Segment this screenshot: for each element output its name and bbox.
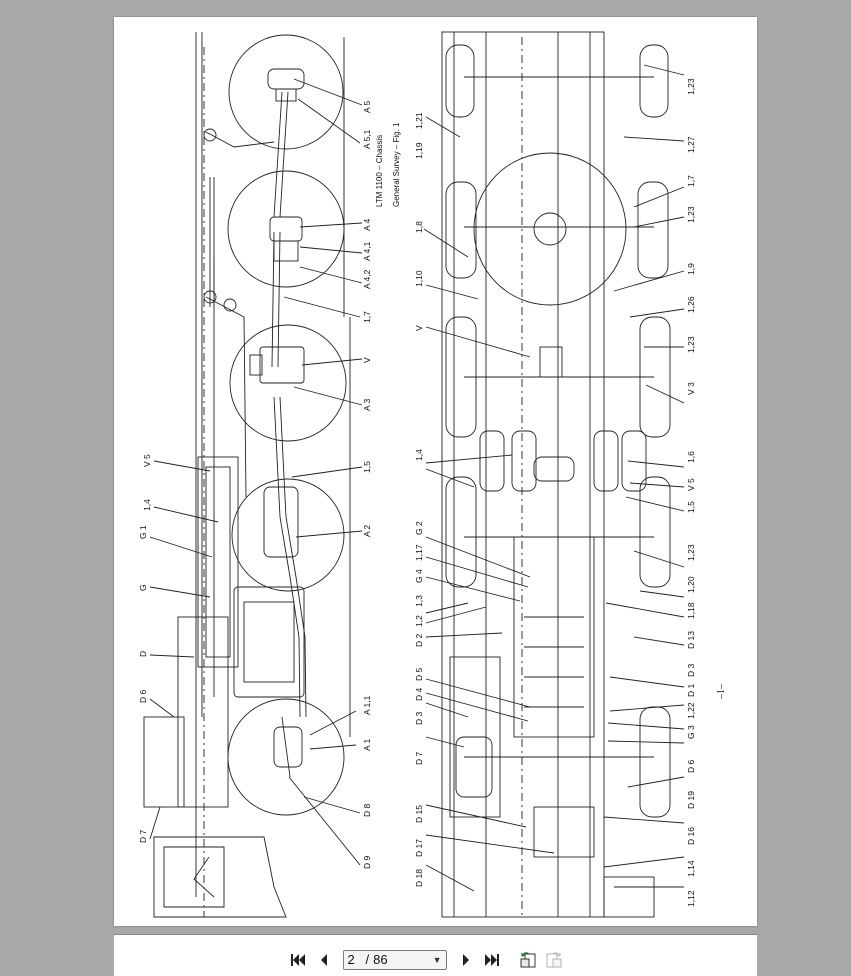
callout-label: A 3 — [362, 398, 372, 411]
first-page-icon — [290, 953, 305, 966]
callout-label: A 5 — [362, 100, 372, 113]
chassis-drawing: LTM 1100 – Chassis General Survey – Fig.… — [138, 31, 727, 918]
callout-label: D 16 — [686, 827, 696, 845]
callout-label: D 3 — [414, 712, 424, 726]
callout-label: V 5 — [686, 478, 696, 491]
callout-label: D 2 — [414, 634, 424, 648]
last-page-button[interactable] — [481, 949, 503, 971]
callout-label: 1,22 — [686, 702, 696, 719]
next-page-icon — [462, 953, 469, 966]
page-separator: / — [365, 952, 370, 967]
callout-label: 1,14 — [686, 860, 696, 877]
callout-label: D 7 — [138, 830, 148, 844]
callout-label: A 2 — [362, 524, 372, 537]
callout-label: 1,2 — [414, 615, 424, 627]
callout-label: 1,12 — [686, 890, 696, 907]
callout-label: 1,27 — [686, 136, 696, 153]
callout-label: 1,7 — [362, 311, 372, 323]
callout-label: 1,5 — [686, 501, 696, 513]
callout-label: D 19 — [686, 791, 696, 809]
callout-label: V 3 — [686, 382, 696, 395]
callout-label: 1,23 — [686, 78, 696, 95]
callout-label: A 1 — [362, 738, 372, 751]
current-page-value: 2 — [347, 952, 355, 967]
rotate-clockwise-button[interactable] — [543, 949, 565, 971]
previous-page-icon — [320, 953, 327, 966]
callout-label: 1,8 — [414, 221, 424, 233]
callout-label: 1,7 — [686, 175, 696, 187]
callout-label: 1,17 — [414, 544, 424, 561]
callout-label: 1,10 — [414, 270, 424, 287]
callout-label: G 3 — [686, 725, 696, 739]
drawing-subtitle: General Survey – Fig. 1 — [392, 122, 401, 207]
pdf-navigation-toolbar: 2 / 86 ▼ — [0, 944, 851, 975]
callout-label: V — [362, 357, 372, 363]
previous-page-button[interactable] — [313, 949, 335, 971]
callout-label: D 4 — [414, 688, 424, 702]
callout-label: D 7 — [414, 752, 424, 766]
callout-label: D 6 — [686, 760, 696, 774]
callout-label: A 4 — [362, 218, 372, 231]
first-page-button[interactable] — [287, 949, 309, 971]
callout-label: A 4,2 — [362, 269, 372, 289]
callout-label: 1,23 — [686, 206, 696, 223]
callout-label: 1,19 — [414, 142, 424, 159]
rotate-counterclockwise-button[interactable] — [517, 949, 539, 971]
callout-label: D 18 — [414, 869, 424, 887]
callout-label: A 4,1 — [362, 241, 372, 261]
callout-label: D 6 — [138, 690, 148, 704]
document-page: LTM 1100 – Chassis General Survey – Fig.… — [114, 17, 757, 926]
rotate-ccw-icon — [520, 951, 535, 967]
callout-label: D 8 — [362, 804, 372, 818]
page-number-select[interactable]: 2 / 86 ▼ — [342, 949, 447, 970]
callout-label: V — [414, 325, 424, 331]
next-page-button[interactable] — [455, 949, 477, 971]
callout-label: D 15 — [414, 805, 424, 823]
callout-label: D — [138, 651, 148, 657]
callout-label: 1,23 — [686, 544, 696, 561]
callout-label: 1,18 — [686, 602, 696, 619]
callout-label: 1,23 — [686, 336, 696, 353]
callout-label: 1,3 — [414, 595, 424, 607]
chevron-down-icon: ▼ — [432, 954, 442, 965]
callout-label: A 5,1 — [362, 129, 372, 149]
rotate-cw-icon — [546, 951, 561, 967]
callout-label: D 17 — [414, 839, 424, 857]
callout-label: D 9 — [362, 856, 372, 870]
right-callout-labels: 1,21 1,19 1,8 1,10 V 1,4 G 2 1,17 G 4 1,… — [414, 78, 696, 907]
printed-page-number: –1– — [716, 683, 727, 700]
callout-label: 1,5 — [362, 461, 372, 473]
callout-label: D 1 — [686, 684, 696, 698]
left-callout-labels: A 5 A 5,1 A 4 A 4,1 A 4,2 1,7 V A 3 1,5 … — [138, 100, 372, 869]
callout-label: 1,4 — [142, 499, 152, 511]
total-pages-value: 86 — [373, 952, 388, 967]
callout-label: G 1 — [138, 525, 148, 539]
drawing-title: LTM 1100 – Chassis — [375, 135, 384, 207]
callout-label: D 13 — [686, 631, 696, 649]
callout-label: 1,20 — [686, 576, 696, 593]
callout-label: G — [138, 584, 148, 591]
callout-label: G 2 — [414, 521, 424, 535]
callout-label: A 1,1 — [362, 695, 372, 715]
callout-label: D 3 — [686, 664, 696, 678]
callout-label: D 5 — [414, 668, 424, 682]
callout-label: V 5 — [142, 454, 152, 467]
last-page-icon — [484, 953, 499, 966]
callout-label: 1,4 — [414, 449, 424, 461]
callout-label: 1,26 — [686, 296, 696, 313]
callout-label: 1,21 — [414, 112, 424, 129]
callout-label: G 4 — [414, 569, 424, 583]
callout-label: 1,9 — [686, 263, 696, 275]
callout-label: 1,6 — [686, 451, 696, 463]
